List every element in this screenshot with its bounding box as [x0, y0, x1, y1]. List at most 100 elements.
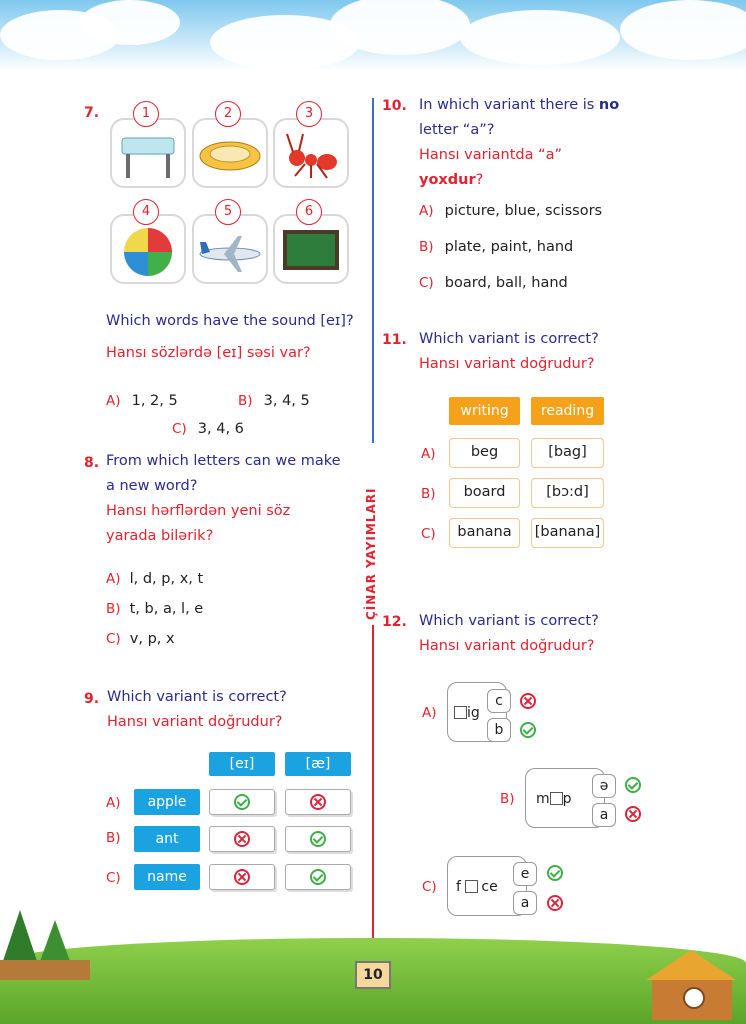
q10-question-az-line2: yoxdur? — [419, 172, 483, 188]
q12-question-az: Hansı variant doğrudur? — [419, 638, 595, 654]
sky-header — [0, 0, 746, 70]
q11-a-writing[interactable]: beg — [449, 438, 520, 468]
q11-header-reading: reading — [531, 397, 604, 425]
q9-b-ae-cell[interactable] — [285, 826, 351, 852]
q9-row-b-letter: B) — [106, 830, 121, 846]
q12-question-en: Which variant is correct? — [419, 613, 599, 629]
q7-option-c[interactable]: C) 3, 4, 6 — [172, 418, 244, 437]
q10-question-az-bold: yoxdur — [419, 172, 476, 188]
q9-c-ae-cell[interactable] — [285, 864, 351, 890]
picture-2-number: 2 — [215, 101, 241, 127]
q10-number: 10. — [382, 98, 407, 114]
q8-number: 8. — [84, 455, 100, 471]
column-divider-bottom — [372, 625, 374, 940]
q10-option-b[interactable]: B) plate, paint, hand — [419, 236, 573, 255]
q8-question-az-1: Hansı hərflərdən yeni söz — [106, 503, 291, 519]
check-icon — [625, 777, 641, 793]
q10-option-c[interactable]: C) board, ball, hand — [419, 272, 568, 291]
q9-a-ei-cell[interactable] — [209, 789, 275, 815]
q11-a-reading[interactable]: [bag] — [531, 438, 604, 468]
q11-c-reading[interactable]: [banana] — [531, 518, 604, 548]
option-letter: C) — [106, 631, 121, 647]
check-icon — [547, 865, 563, 881]
q8-option-a[interactable]: A) l, d, p, x, t — [106, 568, 203, 587]
plane-icon — [199, 236, 261, 272]
word-before: f — [456, 879, 466, 895]
q12-option-c-letter: C) — [422, 879, 437, 895]
word-text: ig — [454, 705, 480, 721]
option-letter: C) — [172, 421, 187, 437]
plate-icon — [199, 141, 261, 171]
picture-1-number: 1 — [133, 101, 159, 127]
option-text: plate, paint, hand — [444, 239, 574, 255]
cross-icon — [625, 806, 641, 822]
ball-icon — [124, 228, 172, 276]
q12-a-choice-2[interactable]: b — [487, 718, 511, 742]
q9-word-ant[interactable]: ant — [134, 826, 200, 852]
q7-question-en: Which words have the sound [eɪ]? — [106, 313, 354, 329]
word-text: f ce — [456, 879, 498, 895]
q7-option-b[interactable]: B) 3, 4, 5 — [238, 390, 310, 409]
q9-row-a-letter: A) — [106, 795, 121, 811]
cross-icon — [520, 693, 536, 709]
q10-question-en-bold: no — [598, 97, 620, 113]
q12-b-choice-1[interactable]: ə — [592, 774, 616, 798]
picture-6-number: 6 — [296, 199, 322, 225]
q9-word-name[interactable]: name — [134, 864, 200, 890]
picture-3-number: 3 — [296, 101, 322, 127]
q11-b-writing[interactable]: board — [449, 478, 520, 508]
q10-question-az-end: ? — [475, 172, 484, 188]
option-letter: B) — [419, 239, 434, 255]
q12-option-b-letter: B) — [500, 791, 515, 807]
word-before: m — [536, 791, 550, 807]
option-text: 1, 2, 5 — [131, 393, 178, 409]
q9-word-apple[interactable]: apple — [134, 789, 200, 815]
q8-option-c[interactable]: C) v, p, x — [106, 628, 175, 647]
q10-question-en-line1: In which variant there is no — [419, 97, 619, 113]
q12-c-choice-2[interactable]: a — [513, 891, 537, 915]
q12-b-choice-2[interactable]: a — [592, 803, 616, 827]
picture-6 — [273, 214, 349, 284]
option-letter: B) — [106, 601, 121, 617]
q11-b-reading[interactable]: [bɔ:d] — [531, 478, 604, 508]
picture-2 — [192, 118, 268, 188]
q9-question-en: Which variant is correct? — [107, 689, 287, 705]
page-number: 10 — [355, 961, 391, 989]
option-letter: B) — [238, 393, 253, 409]
q7-option-a[interactable]: A) 1, 2, 5 — [106, 390, 178, 409]
q9-b-ei-cell[interactable] — [209, 826, 275, 852]
q12-c-choice-1[interactable]: e — [513, 862, 537, 886]
q7-number: 7. — [84, 105, 100, 121]
cross-icon — [234, 831, 250, 847]
q10-question-en-2: letter “a”? — [419, 122, 495, 138]
picture-5 — [192, 214, 268, 284]
option-letter: A) — [419, 203, 434, 219]
word-after: p — [562, 791, 572, 807]
q7-question-az: Hansı sözlərdə [eɪ] səsi var? — [106, 345, 311, 361]
q9-c-ei-cell[interactable] — [209, 864, 275, 890]
option-letter: C) — [419, 275, 434, 291]
q8-option-b[interactable]: B) t, b, a, l, e — [106, 598, 203, 617]
q11-c-writing[interactable]: banana — [449, 518, 520, 548]
tree-icon — [0, 910, 90, 980]
q9-number: 9. — [84, 691, 100, 707]
picture-3 — [273, 118, 349, 188]
option-letter: A) — [106, 393, 121, 409]
board-icon — [283, 230, 339, 270]
option-text: board, ball, hand — [444, 275, 568, 291]
q9-a-ae-cell[interactable] — [285, 789, 351, 815]
brand-label: ÇİNAR YAYIMLARI — [364, 487, 378, 620]
q10-question-az-1: Hansı variantda “a” — [419, 147, 562, 163]
cross-icon — [310, 794, 326, 810]
picture-5-number: 5 — [215, 199, 241, 225]
blank-box — [465, 880, 479, 893]
ant-icon — [286, 133, 337, 179]
cross-icon — [234, 869, 250, 885]
q10-option-a[interactable]: A) picture, blue, scissors — [419, 200, 602, 219]
q12-a-choice-1[interactable]: c — [487, 689, 511, 713]
cross-icon — [547, 895, 563, 911]
q11-row-c-letter: C) — [421, 526, 436, 542]
check-icon — [310, 869, 326, 885]
q11-row-b-letter: B) — [421, 486, 436, 502]
